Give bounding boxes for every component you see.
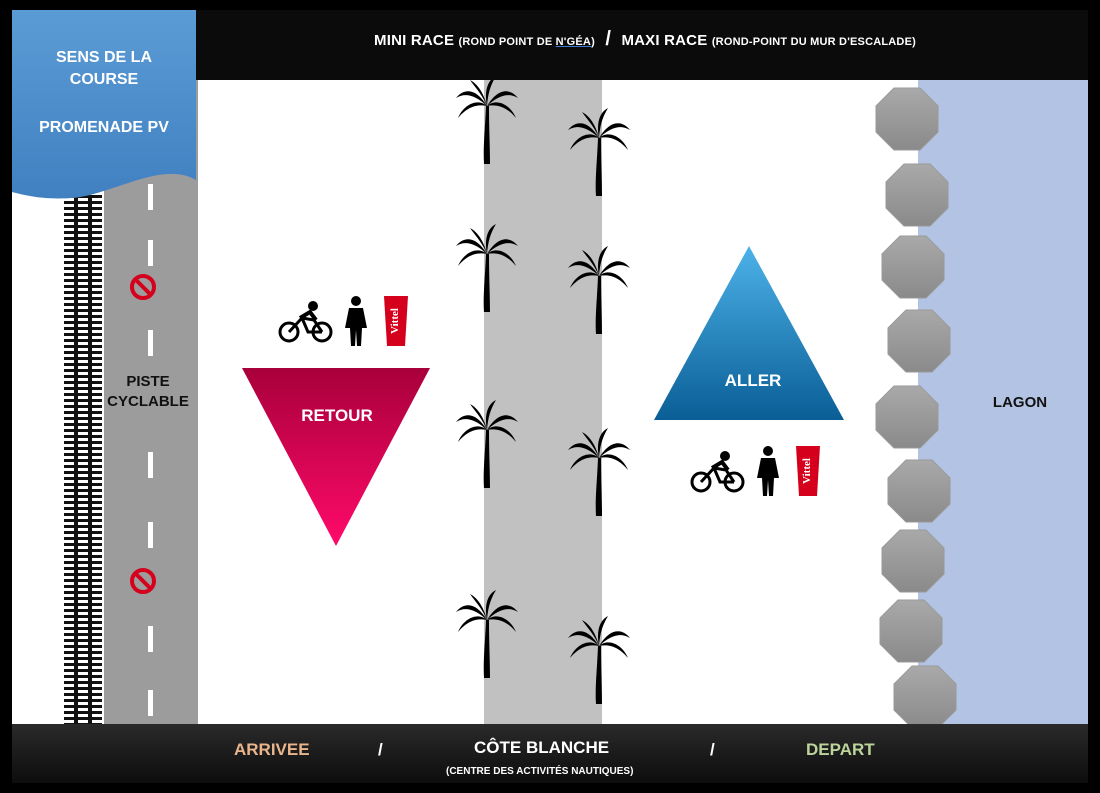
separator: /	[378, 740, 383, 759]
no-entry-icon	[130, 274, 156, 300]
svg-text:Vittel: Vittel	[389, 308, 401, 334]
palm-tree-icon	[568, 108, 630, 196]
railway-track	[64, 195, 102, 724]
cote-blanche-label: CÔTE BLANCHE	[474, 738, 610, 757]
footer-bar: ARRIVEE / CÔTE BLANCHE (CENTRE DES ACTIV…	[12, 724, 1088, 783]
palm-tree-icon	[456, 76, 518, 164]
vittel-cup-icon: Vittel	[384, 296, 408, 346]
palm-tree-icon	[456, 224, 518, 312]
lane-dash	[148, 690, 153, 716]
lane-dash	[148, 240, 153, 266]
cyclist-icon	[690, 451, 745, 493]
palm-tree-icon	[568, 616, 630, 704]
participants-icons-aller: Vittel	[690, 446, 830, 498]
lane-dash	[148, 522, 153, 548]
aller-label: ALLER	[724, 371, 782, 390]
cote-blanche-sublabel: (CENTRE DES ACTIVITÉS NAUTIQUES)	[446, 766, 634, 777]
aller-arrow	[654, 246, 844, 420]
arrivee-label: ARRIVEE	[234, 740, 310, 759]
vittel-cup-icon: Vittel	[796, 446, 820, 496]
lane-dash	[148, 184, 153, 210]
cyclist-icon	[278, 301, 333, 343]
retour-label: RETOUR	[301, 406, 373, 425]
woman-icon	[757, 446, 779, 496]
lane-dash	[148, 626, 153, 652]
cycle-lane-road	[104, 80, 198, 724]
separator: /	[710, 740, 715, 759]
map-area: PISTE CYCLABLE LAGON	[12, 10, 1088, 783]
svg-text:Vittel: Vittel	[801, 458, 813, 484]
woman-icon	[345, 296, 367, 346]
no-entry-icon	[130, 568, 156, 594]
palm-tree-icon	[456, 590, 518, 678]
participants-icons-retour: Vittel	[278, 296, 418, 348]
rock-barrier	[875, 87, 957, 724]
palm-tree-icon	[568, 246, 630, 334]
promenade-strip	[484, 80, 602, 724]
lagon-label: LAGON	[992, 394, 1048, 411]
race-routes-title: MINI RACE (ROND POINT DE N'GÉA) / MAXI R…	[374, 28, 916, 50]
cycle-lane-label: PISTE CYCLABLE	[107, 373, 189, 410]
lane-dash	[148, 452, 153, 478]
palm-tree-icon	[568, 428, 630, 516]
depart-label: DEPART	[806, 740, 875, 759]
retour-arrow	[242, 368, 430, 546]
palm-tree-icon	[456, 400, 518, 488]
lane-dash	[148, 330, 153, 356]
